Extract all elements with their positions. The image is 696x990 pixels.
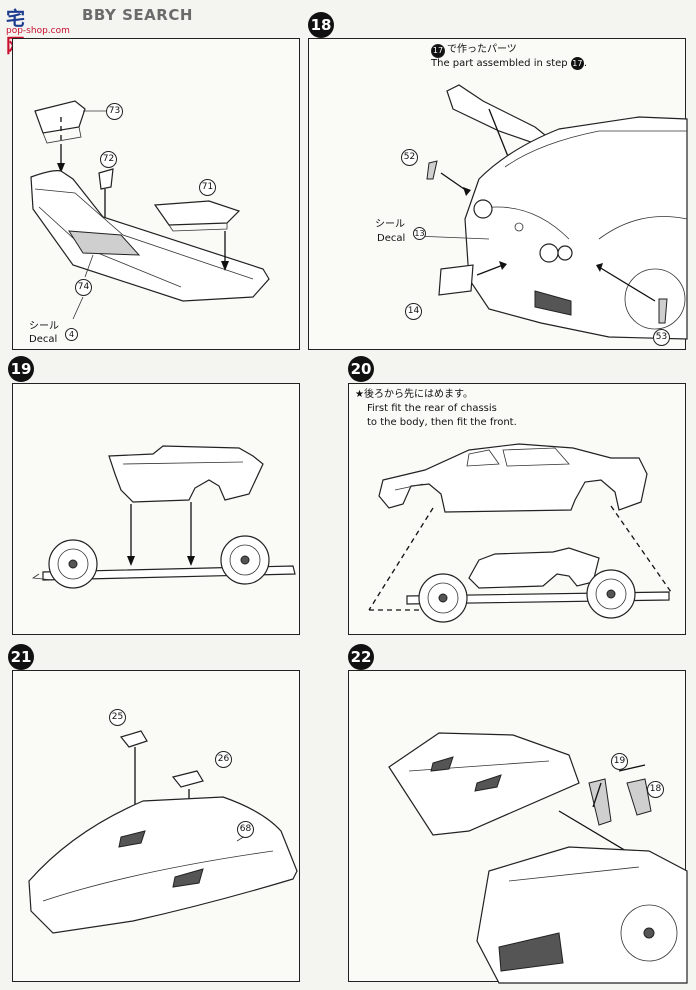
watermark-text: BBY SEARCH (82, 6, 193, 24)
step18-note-en: The part assembled in step 17. (431, 57, 588, 70)
decal-label-en: Decal (29, 334, 58, 345)
spoiler-assembly-illustration (30, 100, 270, 320)
step-badge-19: 19 (8, 356, 34, 382)
hood-vents-illustration (28, 730, 298, 934)
step-badge-21: 21 (8, 644, 34, 670)
decal-label-jp: シール (29, 321, 59, 332)
part-72: 72 (100, 151, 117, 168)
hood-install-illustration (388, 732, 688, 984)
step20-note-jp: ★後ろから先にはめます。 (355, 389, 473, 400)
part-13: 13 (413, 227, 426, 240)
step-badge-22: 22 (348, 644, 374, 670)
panel-step-18: 17 で作ったパーツ The part assembled in step 17… (308, 38, 688, 350)
part-18: 18 (647, 781, 664, 798)
part-68: 68 (237, 821, 254, 838)
panel-step-19 (12, 383, 300, 635)
part-19: 19 (611, 753, 628, 770)
part-73: 73 (106, 103, 123, 120)
step-badge-18: 18 (308, 12, 334, 38)
part-74: 74 (75, 279, 92, 296)
part-52: 52 (401, 149, 418, 166)
panel-step-20: ★後ろから先にはめます。 First fit the rear of chass… (348, 383, 686, 635)
watermark-url: pop-shop.com (6, 26, 70, 36)
decal-number-4: 4 (65, 328, 78, 341)
panel-step-21: 25 26 68 (12, 670, 300, 982)
part-14: 14 (405, 303, 422, 320)
part-25: 25 (109, 709, 126, 726)
part-53: 53 (653, 329, 670, 346)
step18-note-jp: で作ったパーツ (447, 44, 517, 55)
panel-step-17: 73 72 71 74 シール 4 Decal (12, 38, 300, 350)
decal-label-en: Decal (377, 233, 406, 244)
fit-body-illustration (368, 443, 672, 623)
step-ref-17: 17 (431, 44, 445, 58)
part-71: 71 (199, 179, 216, 196)
step20-note-en-1: First fit the rear of chassis (367, 403, 497, 414)
body-to-chassis-illustration (31, 445, 296, 589)
part-26: 26 (215, 751, 232, 768)
step20-note-en-2: to the body, then fit the front. (367, 417, 517, 428)
decal-label-jp: シール (375, 219, 405, 230)
car-rear-illustration (414, 84, 688, 340)
panel-step-22: 19 18 (348, 670, 688, 984)
step-badge-20: 20 (348, 356, 374, 382)
